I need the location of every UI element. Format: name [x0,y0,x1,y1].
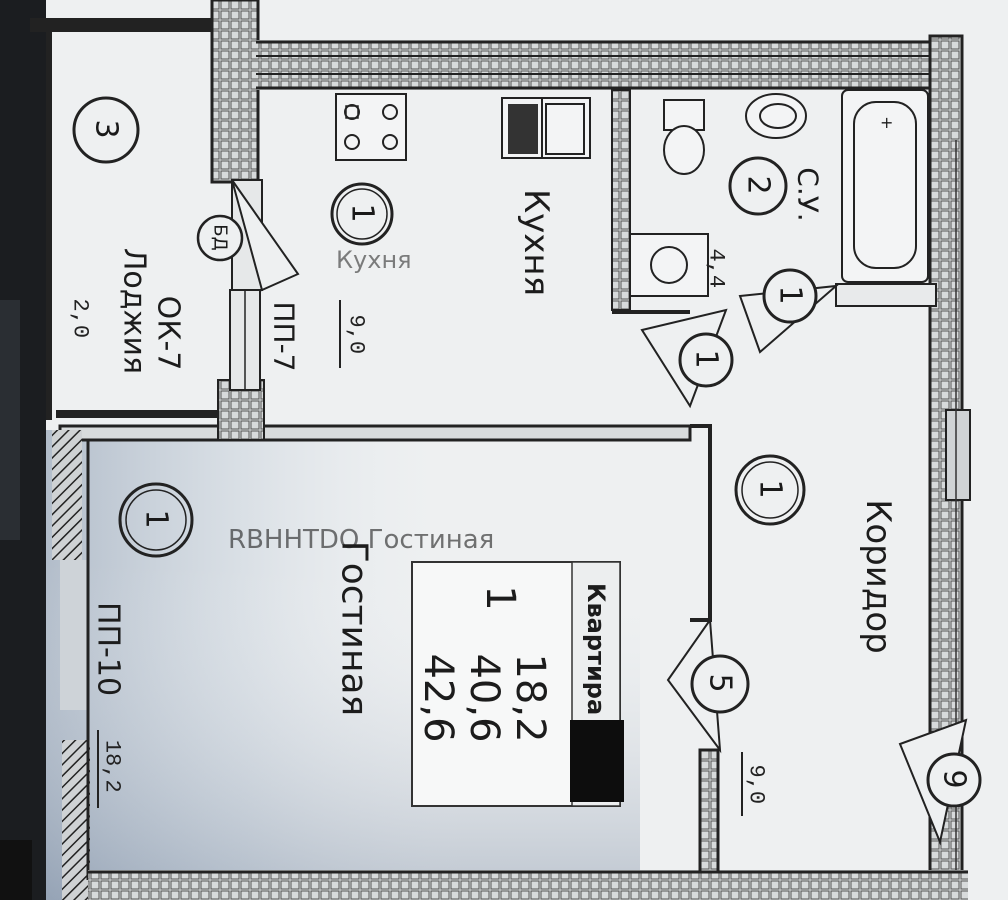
room-label-living: Гостиная [334,541,375,716]
room-label-loggia: Лоджия [117,248,152,374]
kitchen-living-wall [58,424,692,442]
mark-loggia: 3 [72,96,140,164]
mark-corridor-door: 1 [678,332,734,388]
loggia-window-code: ОК-7 [151,296,186,371]
svg-text:1: 1 [345,203,380,222]
bathroom-wall [611,89,631,311]
top-outer-wall [256,40,936,90]
redaction-block [570,720,624,802]
mark-balcony-door: БД [196,214,244,262]
toilet-icon [663,99,705,175]
room-label-corridor: Коридор [858,499,898,654]
svg-text:2: 2 [741,175,776,194]
window-code-kitchen: ПП-7 [268,301,301,371]
summary-useful-area: 40,6 [461,653,507,742]
summary-heading: Квартира [582,583,610,715]
washing-machine-icon [629,233,709,297]
area-loggia: 2,0 [68,299,93,339]
ghost-text-kitchen: Кухня [336,246,412,274]
mark-living: 1 [118,482,194,558]
room-label-bathroom: С.У. [792,167,825,221]
loggia-wall-top [30,18,220,32]
svg-text:1: 1 [773,285,808,304]
svg-text:3: 3 [89,119,124,138]
bathtub-icon: + [841,89,929,283]
washbasin-icon [745,93,807,139]
room-label-kitchen: Кухня [516,189,556,296]
svg-text:5: 5 [703,673,738,692]
svg-text:1: 1 [139,509,174,528]
svg-text:9: 9 [937,769,972,788]
mark-kitchen: 1 [330,182,394,246]
area-living: 18,2 [100,740,125,793]
svg-text:+: + [880,113,893,132]
ghost-text-living: RBHHTDO Гостиная [228,525,494,555]
apartment-summary-box: Квартира 1 18,2 40,6 42,6 [411,561,624,807]
area-kitchen: 9,0 [344,315,369,355]
living-corridor-wall [690,424,712,622]
area-bathroom: 4,4 [704,249,729,289]
mark-corridor: 1 [734,454,806,526]
summary-total-area: 42,6 [415,653,461,742]
window-code-living: ПП-10 [91,602,126,696]
mark-exit: 9 [926,752,982,808]
area-corridor: 9,0 [744,765,769,805]
mark-entrance: 5 [690,654,750,714]
stove-icon [335,93,407,161]
svg-text:1: 1 [753,479,788,498]
living-outer-wall [60,560,88,710]
sink-icon [501,97,591,159]
summary-rooms-count: 1 [477,585,523,610]
svg-text:БД: БД [210,224,231,250]
bottom-wall [88,870,968,900]
mark-bath-door: 1 [762,268,818,324]
kitchen-door-swing [231,179,300,292]
loggia-side-wall [210,0,260,184]
summary-living-area: 18,2 [507,653,553,742]
svg-text:1: 1 [689,349,724,368]
mark-bathroom: 2 [728,156,788,216]
